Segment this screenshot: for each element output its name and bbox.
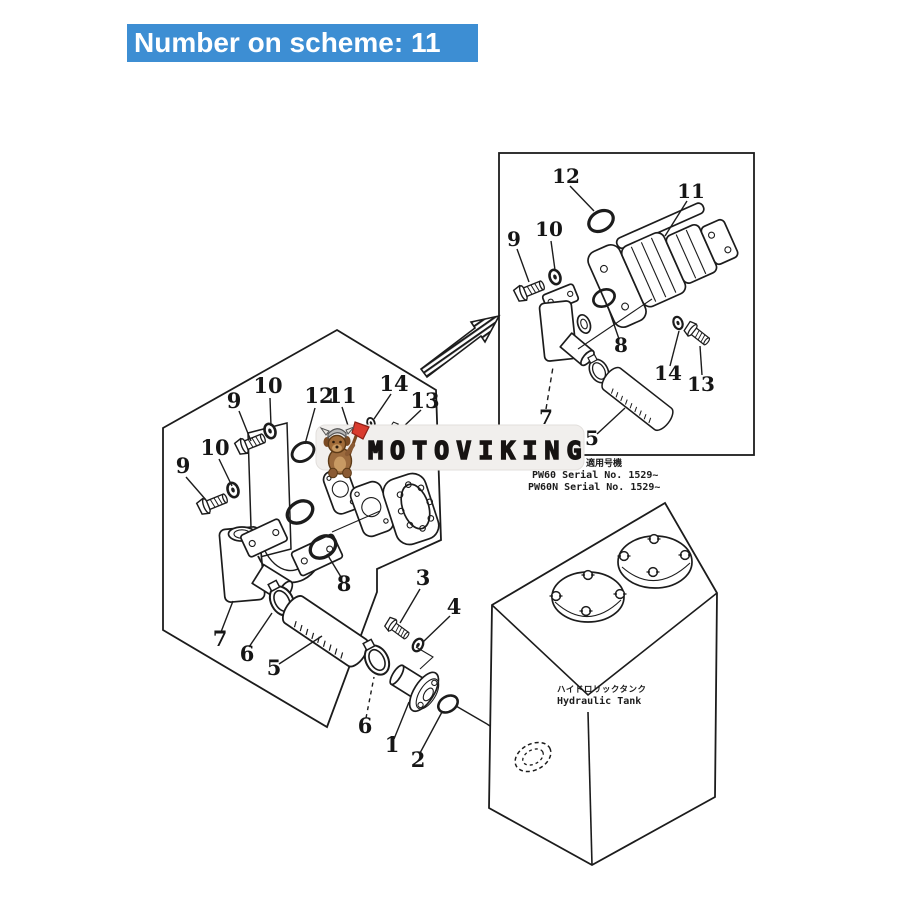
main-panel — [162, 328, 442, 729]
callout-9-inset: 9 — [507, 227, 521, 251]
callout-2: 2 — [411, 747, 426, 772]
washer-14-inset — [670, 314, 686, 332]
callout-11-inset: 11 — [677, 179, 705, 203]
callout-7-inset: 7 — [539, 405, 553, 429]
washer-10-inset — [546, 266, 564, 288]
callout-14-inset: 14 — [654, 361, 682, 385]
callout-8-inset: 8 — [614, 333, 628, 357]
o-ring-2 — [433, 690, 463, 718]
callout-9-left: 9 — [176, 453, 191, 478]
scheme-number-banner: Number on scheme: 11 — [127, 24, 478, 62]
scheme-number-label: Number on scheme: 11 — [134, 27, 441, 58]
flange-fitting-1 — [389, 664, 440, 713]
serial-applicability: 適用号機 PW60 Serial No. 1529~ PW60N Serial … — [528, 457, 660, 493]
callout-12-main: 12 — [304, 383, 333, 408]
elbow-fitting-inset — [538, 283, 595, 367]
bolt-9-inset — [512, 276, 548, 305]
callout-13-main: 13 — [410, 388, 439, 413]
callout-6b: 6 — [358, 713, 373, 738]
callout-10-top: 10 — [253, 373, 282, 398]
pump-assembly-inset — [587, 202, 739, 329]
o-ring-12-inset — [583, 204, 619, 238]
watermark-mascot-viking-dog-icon — [319, 421, 370, 479]
tank-cap-right — [616, 533, 693, 589]
callout-10-left: 10 — [200, 435, 229, 460]
callout-9-top: 9 — [227, 388, 242, 413]
inset-leader-lines — [516, 185, 703, 435]
callout-8-main: 8 — [337, 571, 352, 596]
hose-5-main — [277, 591, 374, 672]
detail-arrow — [419, 314, 501, 379]
bolt-13-inset — [681, 319, 714, 349]
callout-10-inset: 10 — [535, 217, 563, 241]
callout-4: 4 — [447, 594, 462, 619]
callout-5-inset: 5 — [585, 426, 599, 450]
watermark-pill — [315, 424, 585, 471]
callout-12-inset: 12 — [552, 164, 580, 188]
bolt-9-top — [233, 429, 269, 458]
callout-11-main: 11 — [327, 383, 356, 408]
watermark: MOTOVIKING — [315, 421, 589, 479]
hydraulic-tank: ハイドロリックタンク Hydraulic Tank — [488, 501, 718, 867]
main-leader-lines — [185, 393, 521, 754]
suction-fitting-group — [382, 615, 463, 718]
inset-detail-box: 12 11 9 10 8 14 13 7 5 — [498, 152, 755, 456]
pump-assembly-main — [322, 467, 440, 546]
serial-line-2: PW60N Serial No. 1529~ — [528, 481, 660, 493]
tank-cap-left — [548, 569, 628, 623]
callout-3: 3 — [416, 565, 431, 590]
callout-14-main: 14 — [379, 371, 408, 396]
applicability-heading: 適用号機 — [586, 457, 622, 469]
callout-5-main: 5 — [267, 655, 282, 680]
o-ring-12-main — [287, 437, 319, 467]
o-ring-8a-main — [281, 494, 319, 530]
serial-line-1: PW60 Serial No. 1529~ — [532, 469, 658, 481]
washer-10-left — [224, 479, 242, 501]
callout-1: 1 — [385, 732, 400, 757]
bolt-3 — [382, 615, 413, 643]
tank-label-japanese: ハイドロリックタンク — [557, 684, 647, 695]
callout-6a-main: 6 — [240, 641, 255, 666]
tank-port-hole — [514, 741, 552, 773]
tank-label-english: Hydraulic Tank — [557, 695, 641, 707]
callout-7-main: 7 — [213, 626, 228, 651]
callout-13-inset: 13 — [687, 372, 715, 396]
watermark-brand-text: MOTOVIKING — [368, 436, 589, 465]
